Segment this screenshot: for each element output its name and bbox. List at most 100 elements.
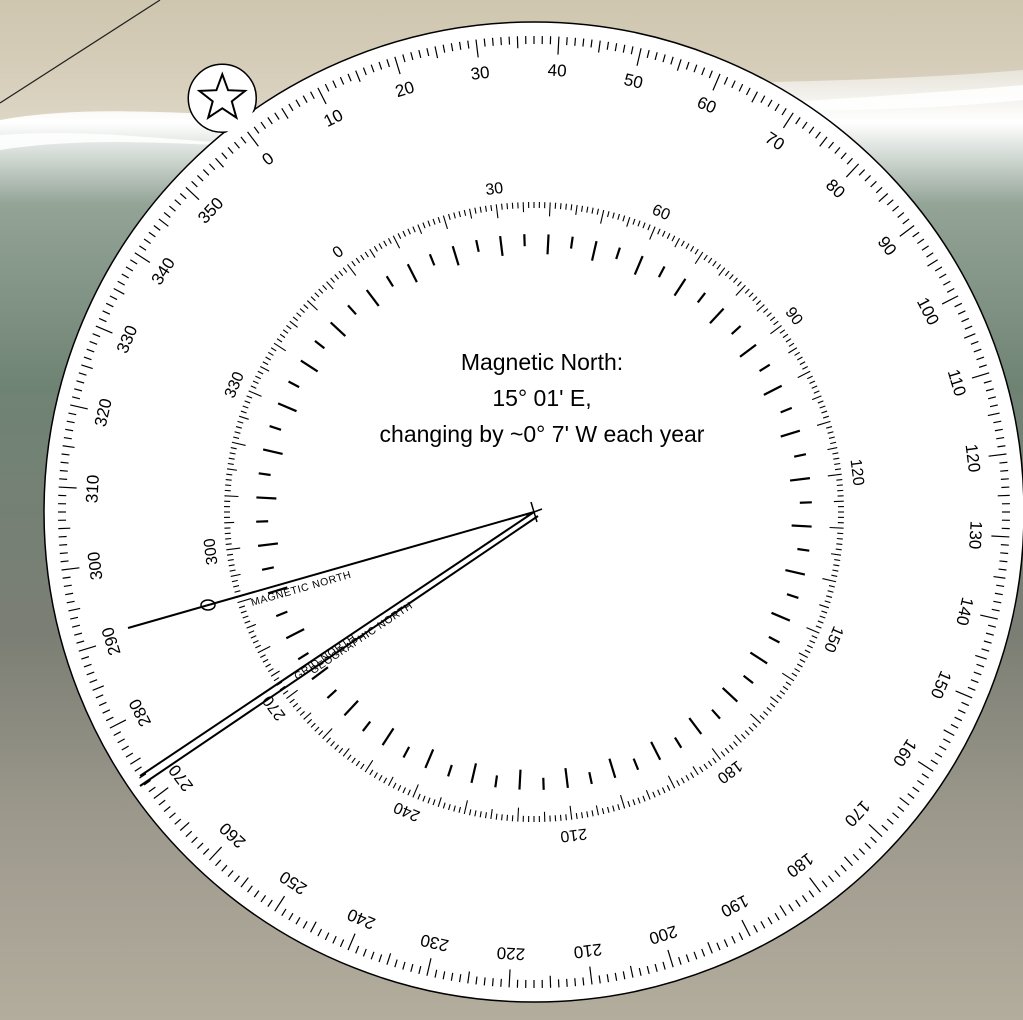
inner-dash <box>256 496 277 500</box>
inner-tick <box>620 794 626 809</box>
inner-tick <box>265 663 272 668</box>
inner-dash <box>361 720 372 732</box>
outer-tick <box>78 645 97 652</box>
inner-tick <box>728 744 734 750</box>
inner-tick <box>832 569 839 572</box>
outer-tick <box>912 231 920 238</box>
outer-degree-label: 30 <box>470 63 491 84</box>
outer-tick <box>964 325 973 330</box>
outer-tick <box>317 928 323 937</box>
outer-tick <box>654 963 658 972</box>
inner-tick <box>397 233 402 240</box>
inner-tick <box>833 457 840 460</box>
outer-tick <box>589 966 593 985</box>
inner-tick <box>674 238 681 248</box>
outer-tick <box>339 939 345 948</box>
inner-tick <box>267 668 274 673</box>
outer-tick <box>208 163 216 171</box>
inner-tick <box>779 329 786 334</box>
inner-dash <box>262 448 283 456</box>
inner-tick <box>817 400 824 404</box>
inner-tick <box>581 812 584 819</box>
center-cross-icon <box>530 501 538 523</box>
outer-tick <box>961 701 970 707</box>
outer-tick <box>970 340 979 345</box>
inner-dash <box>285 628 305 640</box>
inner-tick <box>257 645 271 654</box>
outer-tick <box>362 67 367 76</box>
inner-dash <box>789 477 811 482</box>
outer-tick <box>983 380 992 384</box>
inner-degree-label: 300 <box>201 537 221 566</box>
inner-tick <box>407 228 411 235</box>
inner-tick <box>373 772 378 779</box>
inner-tick <box>230 573 241 577</box>
inner-tick <box>826 426 833 429</box>
outer-tick <box>153 787 169 799</box>
outer-tick <box>66 600 75 604</box>
inner-tick <box>627 800 631 807</box>
outer-tick <box>716 942 721 951</box>
inner-tick <box>279 333 286 339</box>
inner-tick <box>355 760 361 767</box>
outer-tick <box>574 37 577 46</box>
inner-dash <box>758 363 771 372</box>
inner-dash <box>261 566 275 571</box>
inner-dash <box>768 635 780 644</box>
inner-dash <box>608 758 617 779</box>
inner-dash <box>793 453 807 458</box>
outer-tick <box>955 690 973 699</box>
inner-tick <box>378 243 383 250</box>
inner-degree-label: 60 <box>649 202 672 225</box>
inner-dash <box>385 275 394 288</box>
inner-tick <box>824 600 831 604</box>
outer-tick <box>685 61 690 70</box>
inner-tick <box>334 744 340 750</box>
outer-tick <box>957 310 966 315</box>
inner-tick <box>484 205 487 212</box>
outer-tick <box>70 404 88 410</box>
inner-tick <box>326 737 331 743</box>
outer-tick <box>163 211 171 218</box>
inner-tick <box>612 805 615 812</box>
outer-tick <box>707 941 713 954</box>
inner-tick <box>246 395 253 399</box>
inner-tick <box>796 663 803 668</box>
inner-dash <box>711 708 721 720</box>
inner-tick <box>383 240 388 247</box>
outer-tick <box>386 59 390 68</box>
inner-tick <box>299 711 305 716</box>
inner-tick <box>463 209 467 216</box>
inner-tick <box>225 543 232 545</box>
outer-tick <box>987 412 1000 417</box>
inner-tick <box>360 763 365 770</box>
inner-tick <box>657 789 661 796</box>
inner-tick <box>569 805 573 820</box>
outer-tick <box>760 95 766 103</box>
outer-tick <box>557 36 560 55</box>
inner-tick <box>342 267 348 273</box>
inner-tick <box>822 578 837 583</box>
inner-tick <box>296 312 302 318</box>
outer-tick <box>875 186 883 194</box>
outer-tick <box>760 921 766 929</box>
inner-tick <box>270 670 280 677</box>
outer-tick <box>109 295 118 301</box>
inner-tick <box>756 304 765 312</box>
inner-dash <box>546 234 550 255</box>
inner-tick <box>779 690 786 695</box>
inner-tick <box>759 715 765 720</box>
outer-tick <box>845 163 860 178</box>
outer-tick <box>163 806 171 813</box>
inner-tick <box>831 574 838 577</box>
outer-tick <box>950 723 959 729</box>
inner-tick <box>712 757 717 764</box>
outer-tick <box>907 793 915 799</box>
inner-tick <box>228 457 235 460</box>
outer-tick <box>985 632 994 636</box>
inner-tick <box>373 245 378 252</box>
outer-tick <box>975 654 987 660</box>
inner-tick <box>832 452 839 455</box>
inner-tick <box>360 254 365 261</box>
outer-tick <box>638 967 642 976</box>
